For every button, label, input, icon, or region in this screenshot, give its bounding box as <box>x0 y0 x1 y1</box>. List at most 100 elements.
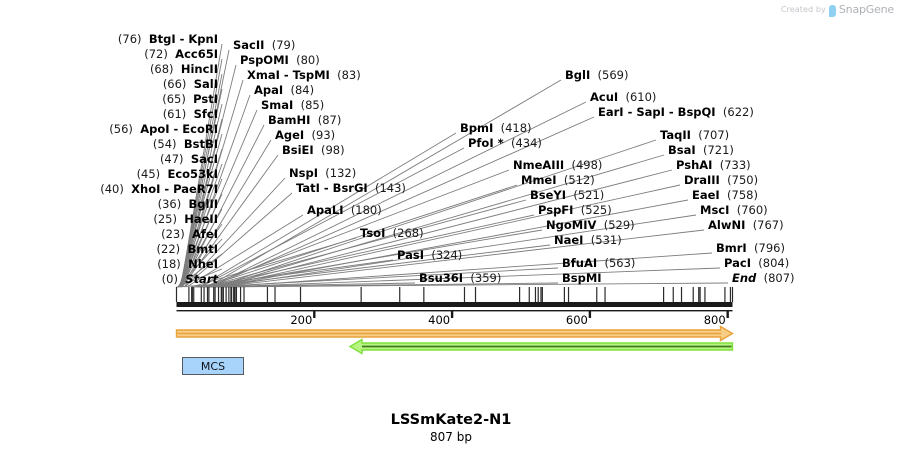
enzyme-label-eco53ki[interactable]: (45) Eco53kI <box>137 168 218 180</box>
enzyme-label-bpmi[interactable]: BpmI (418) <box>460 122 532 134</box>
enzyme-name: NspI <box>289 166 318 180</box>
enzyme-name: BpmI <box>460 121 494 135</box>
enzyme-label-sfci[interactable]: (61) SfcI <box>163 108 218 120</box>
enzyme-label-acui[interactable]: AcuI (610) <box>590 91 656 103</box>
enzyme-position: (758) <box>727 188 758 202</box>
enzyme-label-acc65i[interactable]: (72) Acc65I <box>144 48 218 60</box>
enzyme-label-bsai[interactable]: BsaI (721) <box>668 144 734 156</box>
enzyme-label-bstbi[interactable]: (54) BstBI <box>153 138 218 150</box>
enzyme-label-bseyi[interactable]: BseYI (521) <box>530 189 604 201</box>
enzyme-label-pfoi[interactable]: PfoI * (434) <box>468 137 542 149</box>
enzyme-label-apai[interactable]: ApaI (84) <box>254 84 314 96</box>
enzyme-name: BsiEI <box>282 143 314 157</box>
enzyme-label-ngomiv[interactable]: NgoMIV (529) <box>546 219 635 231</box>
enzyme-label-end[interactable]: End (807) <box>732 272 795 284</box>
enzyme-position: (87) <box>317 113 342 127</box>
feature-mcs-box[interactable]: MCS <box>182 357 244 375</box>
enzyme-name: Start <box>185 272 218 286</box>
enzyme-label-bgli[interactable]: BglI (569) <box>565 69 628 81</box>
enzyme-label-smai[interactable]: SmaI (85) <box>261 99 324 111</box>
enzyme-label-xhoi-paer7i[interactable]: (40) XhoI - PaeR7I <box>100 183 218 195</box>
enzyme-label-afei[interactable]: (23) AfeI <box>161 228 218 240</box>
enzyme-position: (0) <box>161 272 178 286</box>
enzyme-position: (61) <box>162 107 187 121</box>
enzyme-label-draiii[interactable]: DraIII (750) <box>684 174 758 186</box>
watermark-brand: SnapGene <box>838 3 894 16</box>
enzyme-label-bmri[interactable]: BmrI (796) <box>716 242 785 254</box>
enzyme-label-mmei[interactable]: MmeI (512) <box>521 174 595 186</box>
enzyme-position: (83) <box>337 68 361 82</box>
enzyme-name: PspFI <box>538 203 574 217</box>
enzyme-label-tsoi[interactable]: TsoI (268) <box>360 227 424 239</box>
enzyme-position: (54) <box>152 137 177 151</box>
enzyme-name: TatI - BsrGI <box>296 181 368 195</box>
enzyme-position: (180) <box>350 203 382 217</box>
enzyme-label-pspomi[interactable]: PspOMI (80) <box>240 54 320 66</box>
enzyme-label-bspmi[interactable]: BspMI <box>562 272 609 284</box>
enzyme-label-bfuai[interactable]: BfuAI (563) <box>562 257 635 269</box>
enzyme-position: (36) <box>157 197 182 211</box>
enzyme-label-nmeaiii[interactable]: NmeAIII (498) <box>513 159 602 171</box>
enzyme-position: (531) <box>590 233 622 247</box>
enzyme-name: BseYI <box>530 188 567 202</box>
enzyme-label-pspfi[interactable]: PspFI (525) <box>538 204 612 216</box>
enzyme-label-hincii[interactable]: (68) HincII <box>150 63 218 75</box>
enzyme-position: (85) <box>300 98 325 112</box>
enzyme-position: (610) <box>625 90 657 104</box>
enzyme-position: (22) <box>156 242 181 256</box>
enzyme-label-pasi[interactable]: PasI (324) <box>397 249 462 261</box>
enzyme-name: PfoI * <box>468 136 504 150</box>
enzyme-name: BfuAI <box>562 256 598 270</box>
enzyme-position: (512) <box>563 173 595 187</box>
enzyme-label-msci[interactable]: MscI (760) <box>700 204 768 216</box>
enzyme-position: (807) <box>763 271 795 285</box>
enzyme-label-nhei[interactable]: (18) NheI <box>157 258 218 270</box>
enzyme-label-sali[interactable]: (66) SalI <box>163 78 218 90</box>
enzyme-name: AcuI <box>590 90 619 104</box>
enzyme-name: BsaI <box>668 143 696 157</box>
enzyme-label-bmti[interactable]: (22) BmtI <box>157 243 218 255</box>
enzyme-position: (418) <box>500 121 532 135</box>
enzyme-name: BmtI <box>187 242 218 256</box>
enzyme-label-tati-bsrgi[interactable]: TatI - BsrGI (143) <box>296 182 406 194</box>
enzyme-name: XhoI - PaeR7I <box>131 182 218 196</box>
enzyme-label-taqii[interactable]: TaqII (707) <box>660 129 729 141</box>
enzyme-label-eari-sapi-bspqi[interactable]: EarI - SapI - BspQI (622) <box>598 106 754 118</box>
enzyme-label-agei[interactable]: AgeI (93) <box>275 129 335 141</box>
enzyme-position: (804) <box>758 256 790 270</box>
enzyme-position: (767) <box>752 218 784 232</box>
enzyme-name: BmrI <box>716 241 747 255</box>
enzyme-label-btgi-kpni[interactable]: (76) BtgI - KpnI <box>118 33 218 45</box>
enzyme-name: HincII <box>180 62 218 76</box>
enzyme-label-haeii[interactable]: (25) HaeII <box>153 213 218 225</box>
ruler-tick-label: 400 <box>428 313 451 327</box>
enzyme-label-bamhi[interactable]: BamHI (87) <box>268 114 341 126</box>
enzyme-label-sacii[interactable]: SacII (79) <box>233 39 295 51</box>
enzyme-name: NheI <box>188 257 218 271</box>
enzyme-position: (76) <box>117 32 142 46</box>
enzyme-label-saci[interactable]: (47) SacI <box>160 153 218 165</box>
watermark-prefix: Created by <box>780 5 826 14</box>
enzyme-position: (498) <box>571 158 603 172</box>
snapgene-watermark: Created by SnapGene <box>780 3 894 17</box>
enzyme-label-naei[interactable]: NaeI (531) <box>554 234 622 246</box>
enzyme-label-nspi[interactable]: NspI (132) <box>289 167 356 179</box>
enzyme-label-bsu36i[interactable]: Bsu36I (359) <box>419 272 501 284</box>
enzyme-name: DraIII <box>684 173 720 187</box>
enzyme-label-bsiei[interactable]: BsiEI (98) <box>282 144 345 156</box>
enzyme-position: (733) <box>719 158 751 172</box>
enzyme-label-xmai-tspmi[interactable]: XmaI - TspMI (83) <box>247 69 361 81</box>
enzyme-label-apoi-ecori[interactable]: (56) ApoI - EcoRI <box>109 123 218 135</box>
ruler-tick-label: 200 <box>290 313 313 327</box>
enzyme-label-start[interactable]: (0) Start <box>162 273 218 285</box>
enzyme-name: PstI <box>193 92 218 106</box>
enzyme-label-alwni[interactable]: AlwNI (767) <box>708 219 784 231</box>
enzyme-position: (563) <box>604 256 636 270</box>
enzyme-label-pshai[interactable]: PshAI (733) <box>676 159 751 171</box>
enzyme-position: (760) <box>736 203 768 217</box>
enzyme-label-psti[interactable]: (65) PstI <box>162 93 218 105</box>
enzyme-label-bglii[interactable]: (36) BglII <box>158 198 218 210</box>
enzyme-label-eaei[interactable]: EaeI (758) <box>692 189 758 201</box>
enzyme-label-paci[interactable]: PacI (804) <box>724 257 789 269</box>
enzyme-label-apali[interactable]: ApaLI (180) <box>307 204 382 216</box>
